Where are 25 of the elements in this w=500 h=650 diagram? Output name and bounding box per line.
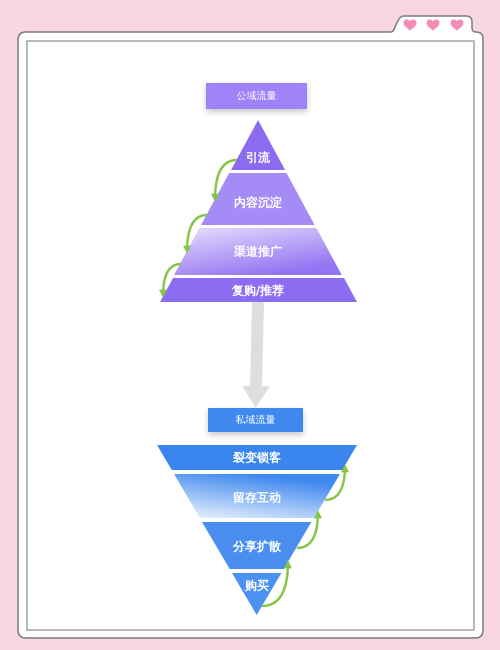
title-box: 公域流量 (206, 83, 307, 109)
curved-arrow (296, 510, 322, 550)
layer-label: 购买 (244, 579, 269, 593)
curved-arrow (183, 214, 208, 254)
funnel-layer (157, 445, 357, 470)
pyramid-layer (230, 120, 286, 170)
layer-label: 复购/推荐 (232, 284, 284, 298)
block-arrow (242, 302, 270, 408)
layer-label: 裂变锁客 (233, 451, 281, 465)
funnel-layer (232, 573, 282, 615)
pyramid-layer (160, 278, 356, 302)
curved-arrow (159, 262, 182, 298)
layer-label: 留存互动 (232, 491, 281, 505)
title-box: 私域流量 (208, 408, 303, 432)
funnel-layer (202, 522, 312, 569)
curved-arrow (262, 560, 292, 608)
pyramid-layer (174, 228, 342, 275)
curved-arrow (211, 158, 238, 202)
curved-arrow (324, 464, 349, 502)
layer-label: 引流 (246, 151, 270, 165)
layer-label: 分享扩散 (232, 540, 281, 554)
layer-label: 渠道推广 (234, 245, 282, 259)
layer-label: 内容沉淀 (234, 196, 282, 210)
funnel-layer (174, 474, 340, 518)
pyramid-layer (201, 173, 315, 225)
